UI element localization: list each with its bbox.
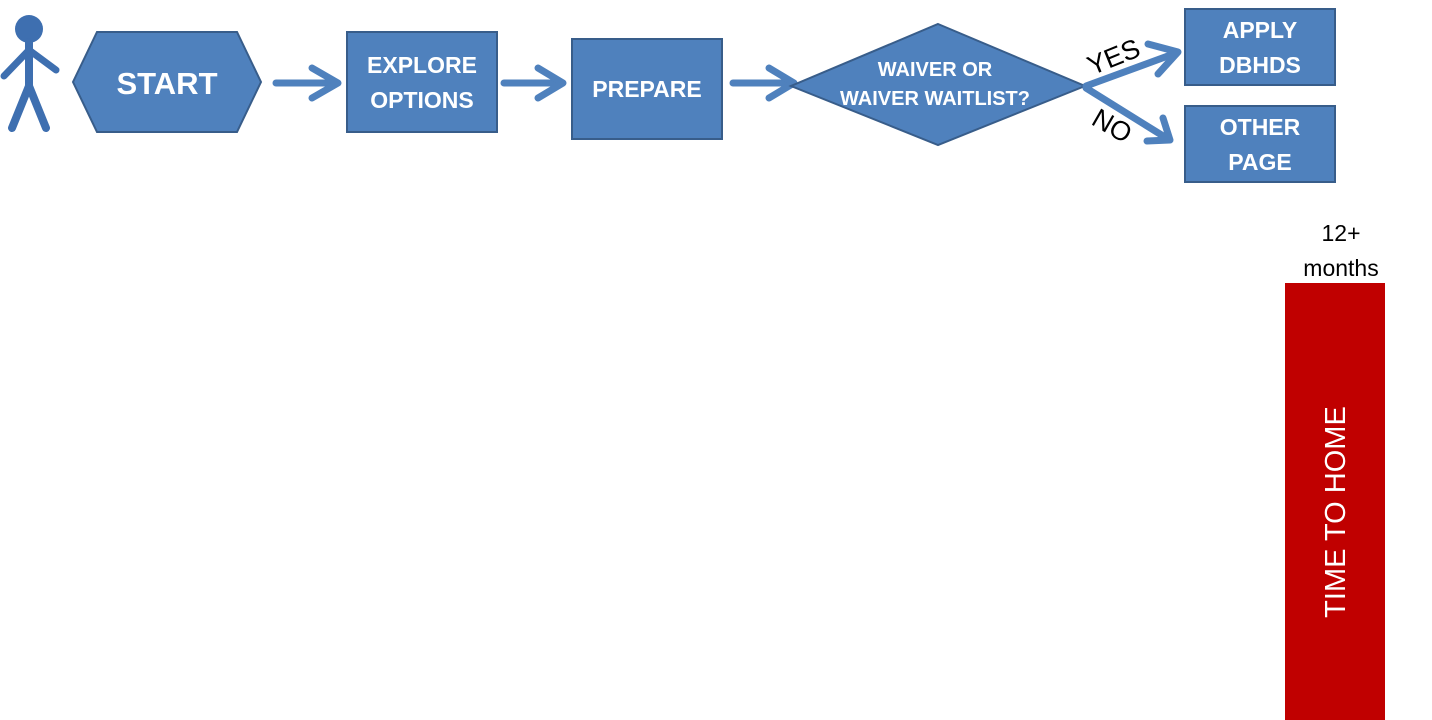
duration-label-line1: 12+	[1321, 220, 1360, 246]
decision-node: WAIVER OR WAIVER WAITLIST?	[788, 22, 1088, 147]
arrow-yes-branch	[1082, 40, 1182, 90]
duration-label-line2: months	[1303, 255, 1378, 281]
other-page-label-line1: OTHER	[1220, 114, 1301, 140]
person-icon	[0, 15, 60, 132]
other-page-node: OTHER PAGE	[1184, 105, 1336, 183]
start-node: START	[71, 31, 263, 133]
start-shape	[71, 31, 263, 133]
decision-shape	[788, 22, 1088, 147]
arrow-start-to-explore	[272, 64, 342, 102]
explore-options-label-line2: OPTIONS	[370, 87, 474, 113]
apply-dbhds-node: APPLY DBHDS	[1184, 8, 1336, 86]
time-to-home-bar: TIME TO HOME	[1285, 283, 1385, 720]
decision-label-line2: WAIVER WAITLIST?	[840, 88, 1030, 110]
apply-dbhds-shape	[1184, 8, 1336, 86]
start-label: START	[116, 66, 217, 101]
apply-dbhds-label-line1: APPLY	[1223, 17, 1298, 43]
other-page-shape	[1184, 105, 1336, 183]
arrow-explore-to-prepare	[500, 64, 567, 102]
arrow-prepare-to-decision	[729, 64, 798, 102]
time-to-home-label: TIME TO HOME	[1320, 406, 1352, 618]
decision-label-line1: WAIVER OR	[878, 59, 993, 81]
no-label: NO	[1087, 103, 1137, 149]
apply-dbhds-label-line2: DBHDS	[1219, 52, 1301, 78]
prepare-shape	[571, 38, 723, 140]
time-to-home-bar-shape	[1285, 283, 1385, 720]
arrow-no-branch	[1082, 84, 1174, 145]
other-page-label-line2: PAGE	[1228, 149, 1291, 175]
explore-options-node: EXPLORE OPTIONS	[346, 31, 498, 133]
prepare-label: PREPARE	[592, 76, 702, 102]
prepare-node: PREPARE	[571, 38, 723, 140]
explore-options-shape	[346, 31, 498, 133]
explore-options-label-line1: EXPLORE	[367, 52, 477, 78]
